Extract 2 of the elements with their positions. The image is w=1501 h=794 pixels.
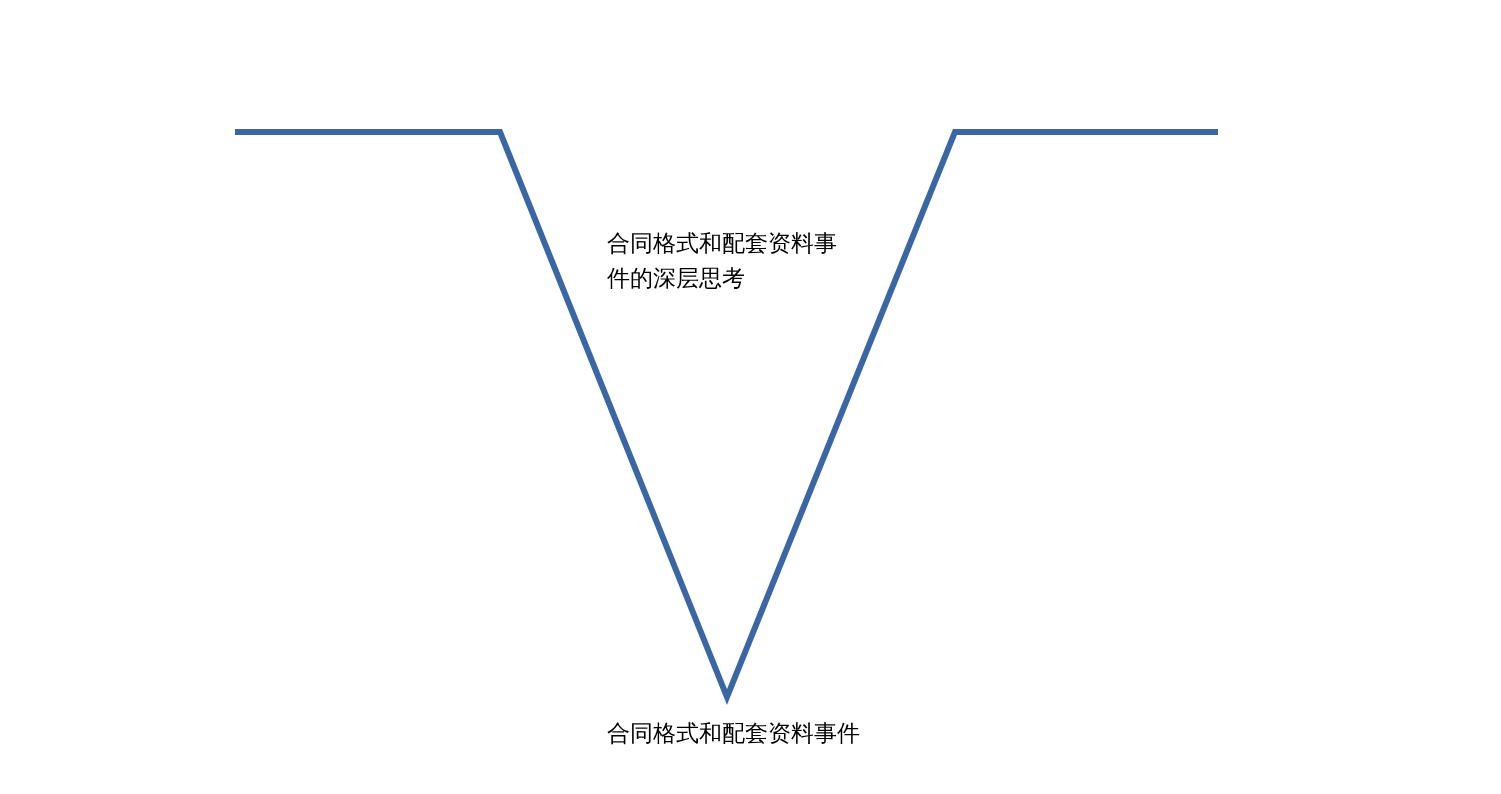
text-label: 合同格式和配套资料事件 — [607, 719, 861, 748]
text-label: 合同格式和配套资料事件的深层思考 — [607, 229, 838, 293]
